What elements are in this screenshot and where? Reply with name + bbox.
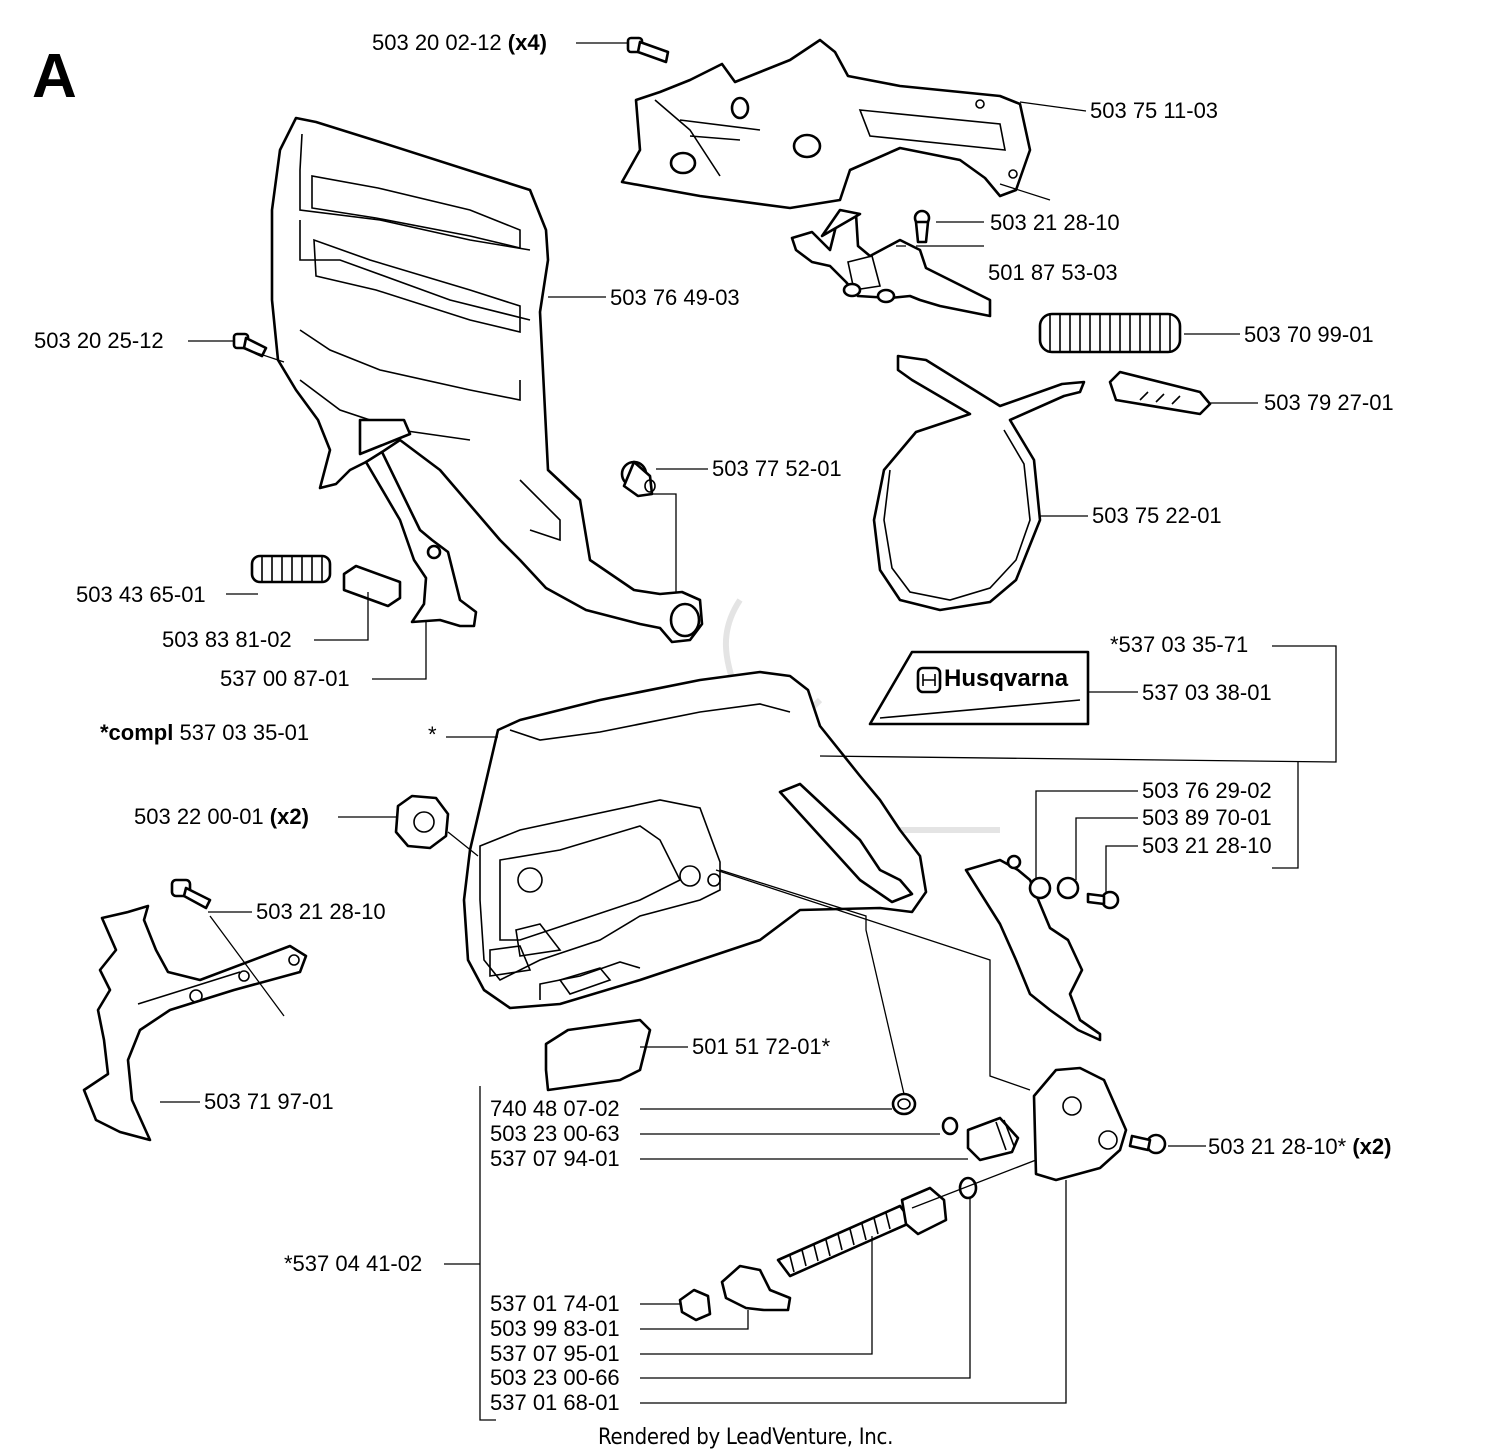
label-503-20-02-12: 503 20 02-12 (x4): [372, 30, 547, 55]
label-537-00-87-01: 537 00 87-01: [220, 666, 350, 691]
label-503-89-70-01: 503 89 70-01: [1142, 805, 1272, 830]
label-503-23-00-66: 503 23 00-66: [490, 1365, 620, 1390]
label-503-22-00-01: 503 22 00-01 (x2): [134, 804, 309, 829]
part-tensioner-plate: [1032, 1066, 1128, 1182]
label-503-83-81-02: 503 83 81-02: [162, 627, 292, 652]
part-brake-band: [872, 354, 1086, 612]
part-screw-top: [626, 36, 670, 64]
label-503-21-28-10-right: 503 21 28-10: [1142, 833, 1272, 858]
label-740-48-07-02: 740 48 07-02: [490, 1096, 620, 1121]
label-503-76-29-02: 503 76 29-02: [1142, 778, 1272, 803]
label-503-99-83-01: 503 99 83-01: [490, 1316, 620, 1341]
label-503-23-00-63: 503 23 00-63: [490, 1121, 620, 1146]
label-503-70-99-01: 503 70 99-01: [1244, 322, 1374, 347]
label-503-20-25-12: 503 20 25-12: [34, 328, 164, 353]
part-tensioner-oring-small: [941, 1116, 959, 1136]
label-537-04-41-02: *537 04 41-02: [284, 1251, 423, 1276]
part-sprocket-cover: [462, 670, 928, 1010]
part-tensioner-screws: [1128, 1133, 1167, 1155]
label-asterisk: *: [428, 722, 437, 747]
part-tensioner-nut: [720, 1264, 792, 1312]
part-clutch-cover: [270, 116, 704, 644]
part-tensioner-washer: [891, 1092, 917, 1116]
label-503-75-22-01: 503 75 22-01: [1092, 503, 1222, 528]
label-503-21-28-10-x2: 503 21 28-10* (x2): [1208, 1134, 1392, 1159]
label-503-21-28-10-top: 503 21 28-10: [990, 210, 1120, 235]
label-compl-537-03-35-01: *compl 537 03 35-01: [100, 720, 310, 745]
part-tensioner-gear: [966, 1116, 1020, 1162]
part-chain-guard-plate: [620, 38, 1032, 210]
part-chain-catcher: [964, 854, 1120, 1042]
part-bushing: [620, 460, 656, 498]
label-503-21-28-10-left: 503 21 28-10: [256, 899, 386, 924]
label-537-03-38-01: 537 03 38-01: [1142, 680, 1272, 705]
label-501-51-72-01: 501 51 72-01*: [692, 1034, 831, 1059]
part-bumper-spike: [82, 904, 308, 1142]
label-503-43-65-01: 503 43 65-01: [76, 582, 206, 607]
part-husqvarna-decal: [868, 650, 1090, 726]
part-brake-spring: [1038, 312, 1182, 354]
part-lever-block: [342, 564, 402, 608]
part-lever-spring: [250, 554, 332, 584]
label-503-77-52-01: 503 77 52-01: [712, 456, 842, 481]
footer-credit: Rendered by LeadVenture, Inc.: [598, 1425, 894, 1450]
part-bar-nut: [394, 794, 450, 850]
part-screw-handle: [170, 878, 212, 910]
label-537-07-95-01: 537 07 95-01: [490, 1341, 620, 1366]
part-rubber-pad: [544, 1018, 652, 1092]
label-503-75-11-03: 503 75 11-03: [1090, 98, 1219, 123]
part-tensioner-nut-small: [678, 1288, 712, 1322]
label-537-01-74-01: 537 01 74-01: [490, 1291, 620, 1316]
label-537-07-94-01: 537 07 94-01: [490, 1146, 620, 1171]
label-501-87-53-03: 501 87 53-03: [988, 260, 1118, 285]
part-tensioner-oring: [958, 1176, 978, 1200]
section-letter: A: [32, 42, 77, 111]
part-brake-handle-lever: [364, 450, 478, 628]
label-537-03-35-71: *537 03 35-71: [1110, 632, 1249, 657]
label-503-71-97-01: 503 71 97-01: [204, 1089, 334, 1114]
part-spring-guide: [1108, 370, 1212, 416]
part-brake-lever: [790, 208, 992, 318]
label-537-01-68-01: 537 01 68-01: [490, 1390, 620, 1415]
part-tensioner-screw: [776, 1186, 948, 1278]
leader-lines: [160, 42, 1337, 1421]
label-503-79-27-01: 503 79 27-01: [1264, 390, 1394, 415]
brand-decal-text: Husqvarna: [944, 665, 1069, 692]
label-503-76-49-03: 503 76 49-03: [610, 285, 740, 310]
part-screw-left: [232, 332, 268, 358]
